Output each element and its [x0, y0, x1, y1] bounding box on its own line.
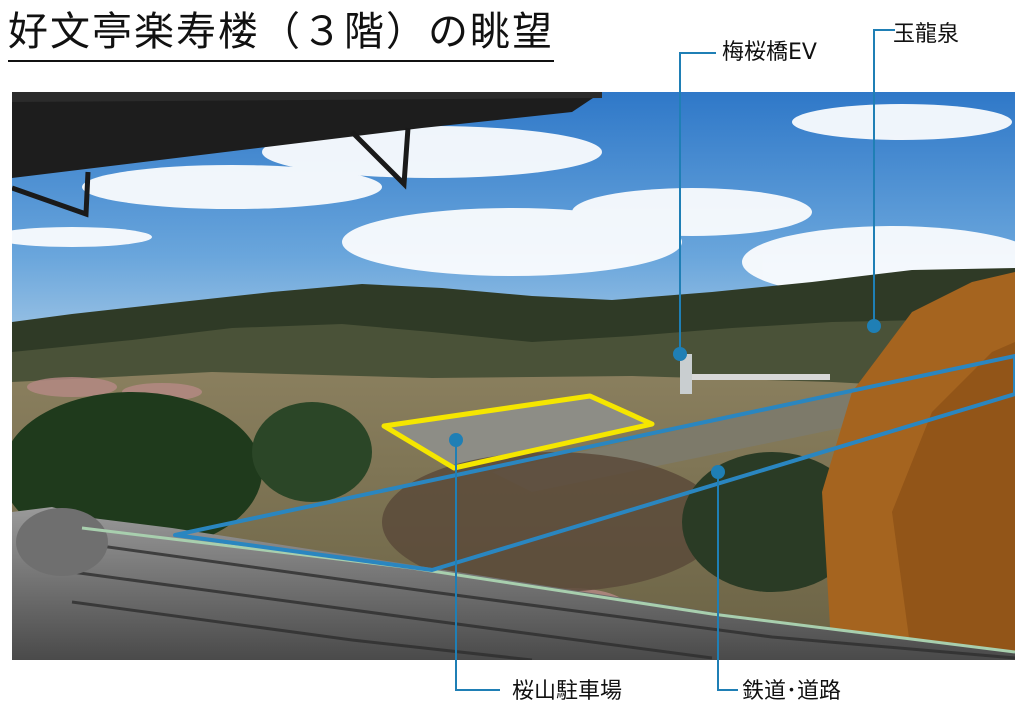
bridge: [680, 374, 830, 380]
label-railway-road: 鉄道･道路: [742, 679, 842, 704]
eave-brackets: [12, 127, 411, 218]
roof-ornament: [16, 508, 108, 576]
landscape-photo: [12, 92, 1015, 660]
label-sakurayama-parking: 桜山駐車場: [512, 679, 623, 704]
ev-tower: [680, 354, 692, 394]
label-gyokuryusen: 玉龍泉: [893, 22, 960, 47]
eaves: [12, 92, 602, 178]
label-umezakurabashi-ev: 梅桜橋EV: [722, 40, 817, 65]
page-title: 好文亭楽寿楼（３階）の眺望: [8, 6, 554, 62]
